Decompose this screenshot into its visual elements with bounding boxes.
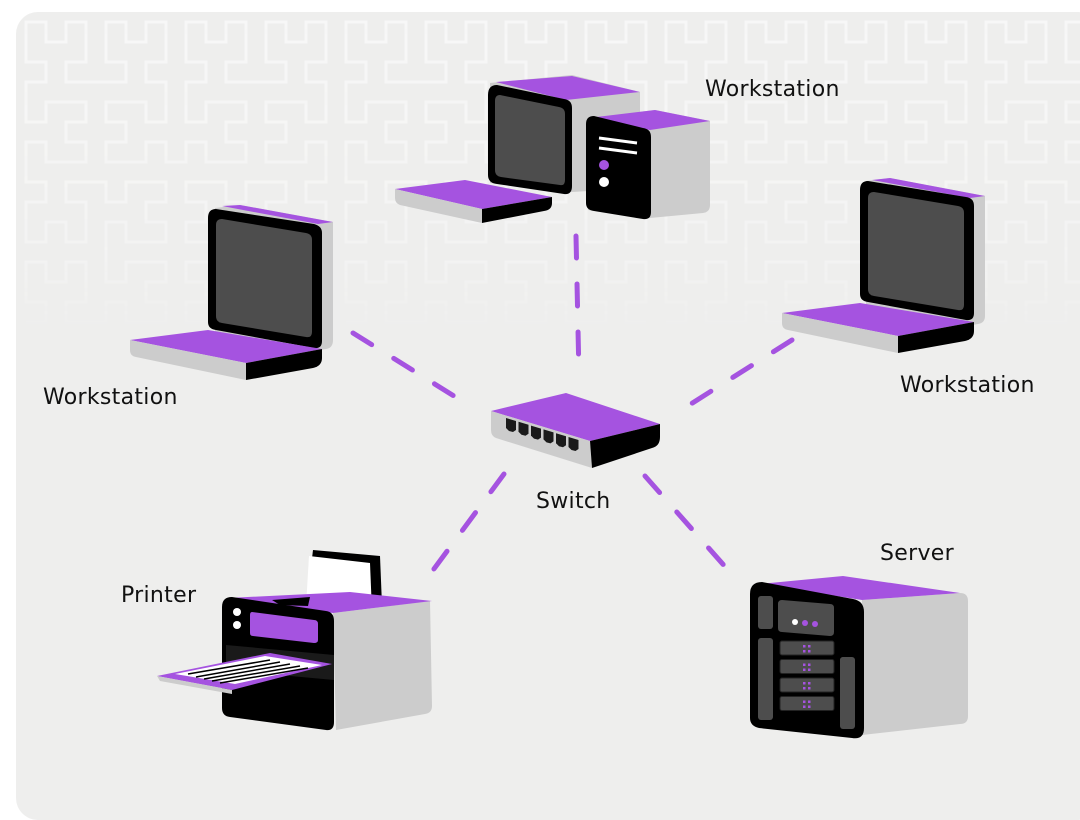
maze-segment	[664, 340, 968, 644]
connections	[350, 233, 795, 582]
maze-segment	[24, 20, 328, 324]
switch-port	[543, 429, 554, 444]
maze-segment	[664, 20, 968, 324]
edge-server-switch	[642, 473, 739, 582]
edge-ws-right-switch	[672, 337, 795, 417]
printer-icon[interactable]	[157, 550, 432, 731]
node-label-ws-right: Workstation	[900, 373, 1035, 398]
desktop-workstation-icon[interactable]	[395, 75, 710, 223]
drive-bay	[779, 677, 835, 693]
server-icon[interactable]	[750, 576, 968, 739]
node-label-ws-left: Workstation	[43, 385, 178, 410]
switch-port	[556, 433, 566, 448]
switch-port	[568, 437, 579, 451]
maze-segment	[24, 340, 328, 644]
switch-port	[531, 425, 541, 440]
edge-printer-switch	[425, 471, 507, 580]
drive-bay	[779, 659, 835, 674]
laptop-workstation-icon[interactable]	[130, 205, 333, 380]
switch-port	[506, 418, 516, 432]
drive-bay	[779, 640, 835, 656]
drive-bay	[779, 696, 835, 711]
switch-port	[518, 421, 529, 436]
network-switch-icon[interactable]	[491, 393, 660, 468]
node-label-printer: Printer	[121, 583, 197, 608]
node-label-switch: Switch	[536, 489, 611, 514]
laptop-workstation-icon[interactable]	[782, 178, 985, 353]
edge-ws-top-switch	[573, 233, 582, 379]
node-label-ws-top: Workstation	[705, 77, 840, 102]
edge-ws-left-switch	[350, 330, 473, 409]
node-label-server: Server	[880, 541, 954, 566]
maze-segment	[984, 20, 1080, 324]
network-diagram	[24, 20, 1080, 739]
